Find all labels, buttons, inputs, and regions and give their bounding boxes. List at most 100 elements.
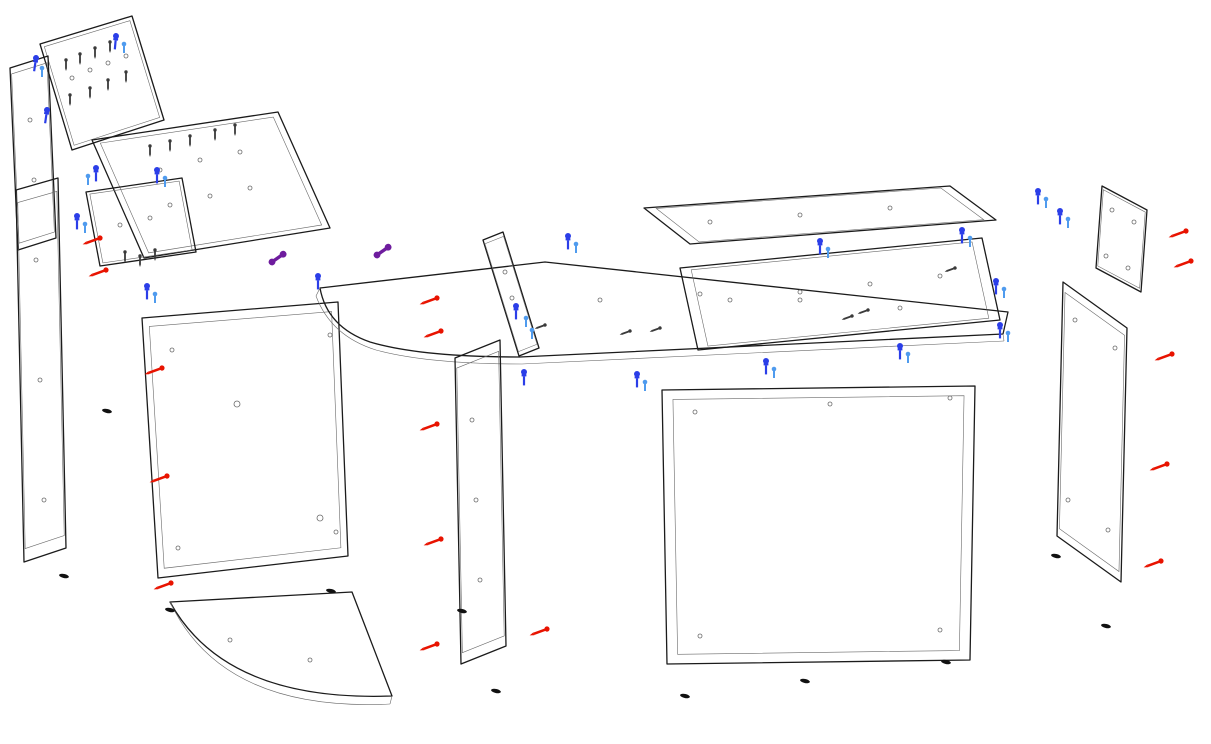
machine-screw-icon — [534, 323, 547, 329]
connector-bolt-icon — [373, 243, 392, 259]
machine-screw-icon — [213, 128, 217, 141]
dowel-pin-icon — [523, 315, 529, 327]
machine-screw-icon — [619, 329, 632, 335]
machine-screw-icon — [138, 254, 142, 267]
dowel-pin-icon — [771, 366, 777, 378]
cam-bolt-icon — [513, 303, 519, 320]
cam-bolt-icon — [565, 233, 571, 250]
cam-bolt-icon — [959, 227, 965, 244]
floor-glide-icon — [941, 659, 951, 665]
wood-screw-icon — [419, 641, 440, 651]
floor-glide-icon — [1101, 623, 1111, 629]
wood-screw-icon — [529, 626, 550, 636]
floor-glide-icon — [457, 608, 467, 614]
machine-screw-icon — [188, 134, 192, 147]
cam-bolt-icon — [897, 343, 903, 360]
cam-bolt-icon — [154, 167, 160, 184]
wood-screw-icon — [1154, 351, 1175, 361]
dowel-pin-icon — [825, 246, 831, 258]
part-left-side-lower — [15, 177, 67, 563]
part-right-back-panel — [661, 385, 976, 665]
machine-screw-icon — [153, 248, 157, 261]
dowel-pin-icon — [82, 221, 88, 233]
connector-bolt-icon — [268, 250, 287, 266]
wood-screw-icon — [82, 235, 103, 245]
wood-screw-icon — [1149, 461, 1170, 471]
cam-bolt-icon — [144, 283, 150, 300]
floor-glide-icon — [102, 408, 112, 414]
wood-screw-icon — [1143, 558, 1164, 568]
machine-screw-icon — [106, 78, 110, 91]
floor-glide-icon — [1051, 553, 1061, 559]
machine-screw-icon — [123, 250, 127, 263]
machine-screw-icon — [78, 52, 82, 65]
part-back-rail — [679, 237, 1001, 351]
wood-screw-icon — [149, 473, 170, 483]
dowel-pin-icon — [1005, 330, 1011, 342]
dowel-pin-icon — [85, 173, 91, 185]
floor-glide-icon — [680, 693, 690, 699]
cam-bolt-icon — [993, 278, 999, 295]
part-right-small-panel — [1095, 185, 1148, 293]
wood-screw-icon — [419, 421, 440, 431]
part-corner-shelf — [169, 591, 393, 705]
dowel-pin-icon — [1001, 286, 1007, 298]
cam-bolt-icon — [113, 33, 119, 50]
dowel-pin-icon — [529, 327, 535, 339]
cam-bolt-icon — [33, 55, 39, 72]
part-desktop — [315, 261, 1009, 365]
machine-screw-icon — [944, 266, 957, 272]
dowel-pin-icon — [39, 65, 45, 77]
part-upper-shelf — [643, 185, 997, 245]
cam-bolt-icon — [521, 369, 527, 386]
dowel-pin-icon — [162, 175, 168, 187]
dowel-pin-icon — [1043, 196, 1049, 208]
floor-glide-icon — [165, 607, 175, 613]
wood-screw-icon — [1173, 258, 1194, 268]
cam-bolt-icon — [997, 322, 1003, 339]
wood-screw-icon — [423, 536, 444, 546]
wood-screw-icon — [419, 295, 440, 305]
floor-glide-icon — [491, 688, 501, 694]
part-desk-divider-top — [482, 231, 540, 357]
wood-screw-icon — [88, 267, 109, 277]
dowel-pin-icon — [573, 241, 579, 253]
part-hutch-bottom — [91, 111, 331, 259]
machine-screw-icon — [124, 70, 128, 83]
machine-screw-icon — [88, 86, 92, 99]
wood-screw-icon — [423, 328, 444, 338]
cam-bolt-icon — [315, 273, 321, 290]
dowel-pin-icon — [152, 291, 158, 303]
machine-screw-icon — [233, 123, 237, 136]
cam-bolt-icon — [44, 107, 50, 124]
dowel-pin-icon — [121, 41, 127, 53]
dowel-pin-icon — [642, 379, 648, 391]
wood-screw-icon — [1168, 228, 1189, 238]
machine-screw-icon — [857, 308, 870, 314]
wood-screw-icon — [144, 365, 165, 375]
machine-screw-icon — [841, 314, 854, 320]
floor-glide-icon — [326, 588, 336, 594]
machine-screw-icon — [64, 58, 68, 71]
machine-screw-icon — [68, 93, 72, 106]
machine-screw-icon — [168, 139, 172, 152]
part-desk-divider-leg — [454, 339, 507, 665]
part-door — [141, 301, 349, 579]
machine-screw-icon — [93, 46, 97, 59]
cam-bolt-icon — [1035, 188, 1041, 205]
machine-screw-icon — [148, 144, 152, 157]
cam-bolt-icon — [634, 371, 640, 388]
dowel-pin-icon — [905, 351, 911, 363]
cam-bolt-icon — [763, 358, 769, 375]
dowel-pin-icon — [967, 235, 973, 247]
part-right-side-panel — [1056, 281, 1128, 583]
cam-bolt-icon — [1057, 208, 1063, 225]
machine-screw-icon — [108, 40, 112, 53]
part-hutch-top — [39, 15, 165, 151]
floor-glide-icon — [800, 678, 810, 684]
dowel-pin-icon — [1065, 216, 1071, 228]
wood-screw-icon — [153, 580, 174, 590]
machine-screw-icon — [649, 326, 662, 332]
